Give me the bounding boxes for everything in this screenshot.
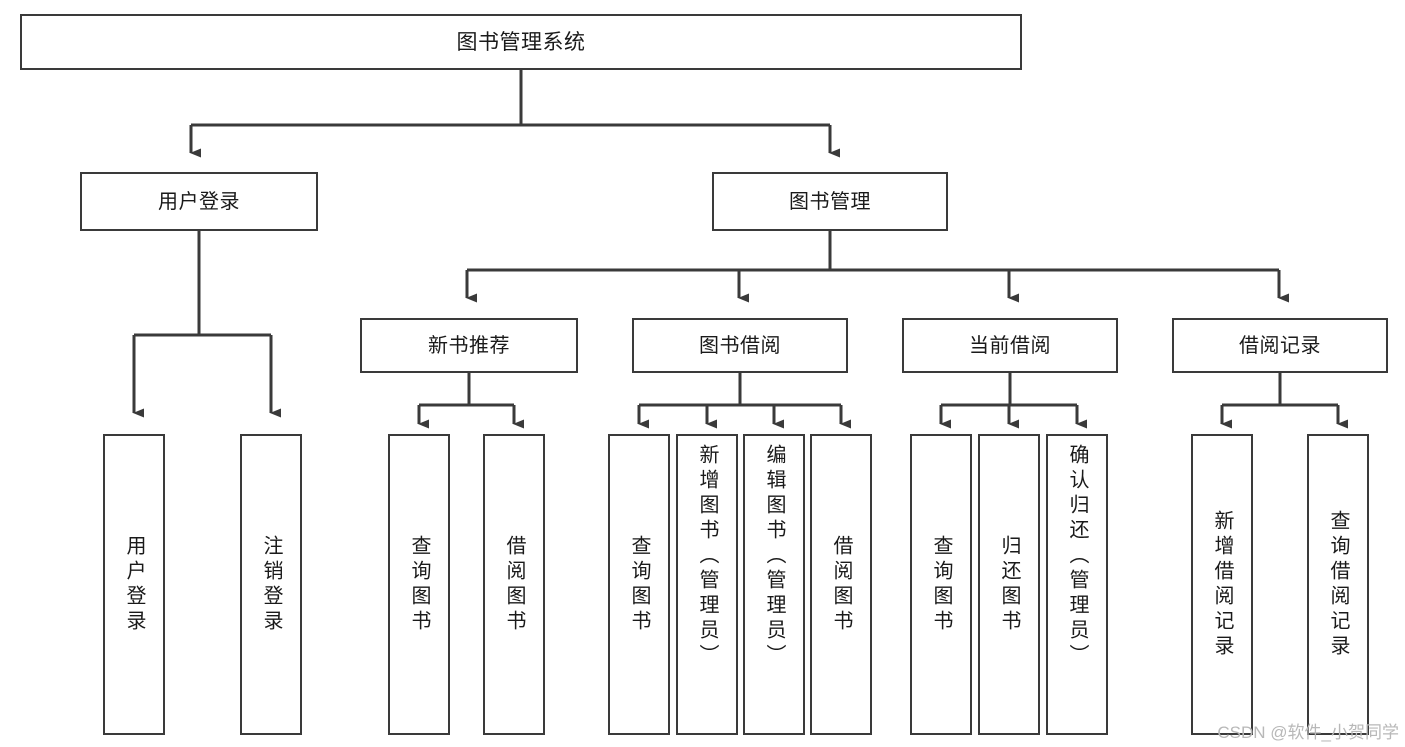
node-label-leaf-new-book-borrow: 借阅图书 <box>503 534 525 635</box>
node-label-current-borrow: 当前借阅 <box>969 334 1051 357</box>
node-leaf-current-borrow-query[interactable]: 查询图书 <box>910 434 972 735</box>
node-label-leaf-book-borrow-add: 新增图书（管理员） <box>696 444 718 669</box>
node-new-book-recommend[interactable]: 新书推荐 <box>360 318 578 373</box>
node-label-root: 图书管理系统 <box>456 30 586 54</box>
node-label-book-management: 图书管理 <box>789 190 871 213</box>
node-label-leaf-current-borrow-query: 查询图书 <box>930 534 952 635</box>
node-book-management[interactable]: 图书管理 <box>712 172 948 231</box>
node-label-leaf-user-login-logout: 注销登录 <box>260 534 282 635</box>
node-borrow-record[interactable]: 借阅记录 <box>1172 318 1388 373</box>
node-label-leaf-book-borrow-edit: 编辑图书（管理员） <box>763 444 785 669</box>
watermark-text: CSDN @软件_小贺同学 <box>1217 723 1399 742</box>
node-leaf-user-login-login[interactable]: 用户登录 <box>103 434 165 735</box>
node-leaf-book-borrow-edit[interactable]: 编辑图书（管理员） <box>743 434 805 735</box>
node-leaf-current-borrow-return[interactable]: 归还图书 <box>978 434 1040 735</box>
node-leaf-book-borrow-add[interactable]: 新增图书（管理员） <box>676 434 738 735</box>
node-leaf-user-login-logout[interactable]: 注销登录 <box>240 434 302 735</box>
node-current-borrow[interactable]: 当前借阅 <box>902 318 1118 373</box>
node-label-leaf-borrow-record-query: 查询借阅记录 <box>1327 509 1349 660</box>
node-label-leaf-book-borrow-borrow: 借阅图书 <box>830 534 852 635</box>
node-label-book-borrow: 图书借阅 <box>699 334 781 357</box>
node-leaf-borrow-record-add[interactable]: 新增借阅记录 <box>1191 434 1253 735</box>
node-label-leaf-current-borrow-confirm: 确认归还（管理员） <box>1066 444 1088 669</box>
node-label-leaf-borrow-record-add: 新增借阅记录 <box>1211 509 1233 660</box>
node-label-leaf-current-borrow-return: 归还图书 <box>998 534 1020 635</box>
node-book-borrow[interactable]: 图书借阅 <box>632 318 848 373</box>
node-label-leaf-user-login-login: 用户登录 <box>123 534 145 635</box>
node-label-user-login: 用户登录 <box>158 190 240 213</box>
node-label-leaf-new-book-query: 查询图书 <box>408 534 430 635</box>
node-leaf-current-borrow-confirm[interactable]: 确认归还（管理员） <box>1046 434 1108 735</box>
node-label-borrow-record: 借阅记录 <box>1239 334 1321 357</box>
node-leaf-new-book-query[interactable]: 查询图书 <box>388 434 450 735</box>
node-leaf-new-book-borrow[interactable]: 借阅图书 <box>483 434 545 735</box>
node-leaf-book-borrow-query[interactable]: 查询图书 <box>608 434 670 735</box>
node-label-new-book-recommend: 新书推荐 <box>428 334 510 357</box>
node-user-login[interactable]: 用户登录 <box>80 172 318 231</box>
node-root-book-management-system[interactable]: 图书管理系统 <box>20 14 1022 70</box>
node-leaf-book-borrow-borrow[interactable]: 借阅图书 <box>810 434 872 735</box>
node-label-leaf-book-borrow-query: 查询图书 <box>628 534 650 635</box>
node-leaf-borrow-record-query[interactable]: 查询借阅记录 <box>1307 434 1369 735</box>
